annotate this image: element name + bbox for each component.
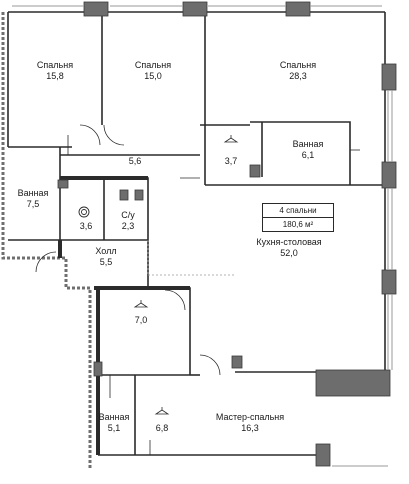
washing-machine-icon [78,206,90,218]
room-area-hall: 5,5 [100,257,113,267]
room-labels: Спальня 15,8 Спальня 15,0 Спальня 28,3 5… [18,60,324,433]
room-label-hall: Холл [95,246,116,256]
windows [12,5,393,467]
room-label-bedroom-2: Спальня [135,60,171,70]
room-area-toilet: 2,3 [122,221,135,231]
room-label-kitchen-living: Кухня-столовая [256,237,321,247]
exterior-outline [1,12,92,470]
room-area-wardrobe-3: 6,8 [156,423,169,433]
room-area-wardrobe-1: 3,7 [225,156,238,166]
summary-badge: 4 спальни 180,6 м² [262,203,334,232]
room-label-master-bedroom: Мастер-спальня [216,412,284,422]
room-area-bathroom-1: 6,1 [302,150,315,160]
room-label-toilet: С/у [121,210,135,220]
room-area-kitchen-living: 52,0 [280,248,298,258]
room-area-wardrobe-2: 7,0 [135,315,148,325]
room-area-bathroom-3: 5,1 [108,423,121,433]
room-label-bathroom-2: Ванная [18,188,49,198]
bedroom-count: 4 спальни [279,206,317,215]
room-area-master-bedroom: 16,3 [241,423,259,433]
total-area: 180,6 м² [263,217,333,231]
room-area-bedroom-1: 15,8 [46,71,64,81]
room-label-bathroom-3: Ванная [99,412,130,422]
room-area-bathroom-2: 7,5 [27,199,40,209]
columns [57,1,397,467]
zone-line [147,240,235,276]
room-area-corridor: 5,6 [129,156,142,166]
room-label-bathroom-1: Ванная [293,139,324,149]
room-area-laundry: 3,6 [80,221,93,231]
doors [35,124,360,455]
room-label-bedroom-3: Спальня [280,60,316,70]
hanger-icon [133,135,239,415]
room-area-bedroom-2: 15,0 [144,71,162,81]
room-label-bedroom-1: Спальня [37,60,73,70]
room-area-bedroom-3: 28,3 [289,71,307,81]
